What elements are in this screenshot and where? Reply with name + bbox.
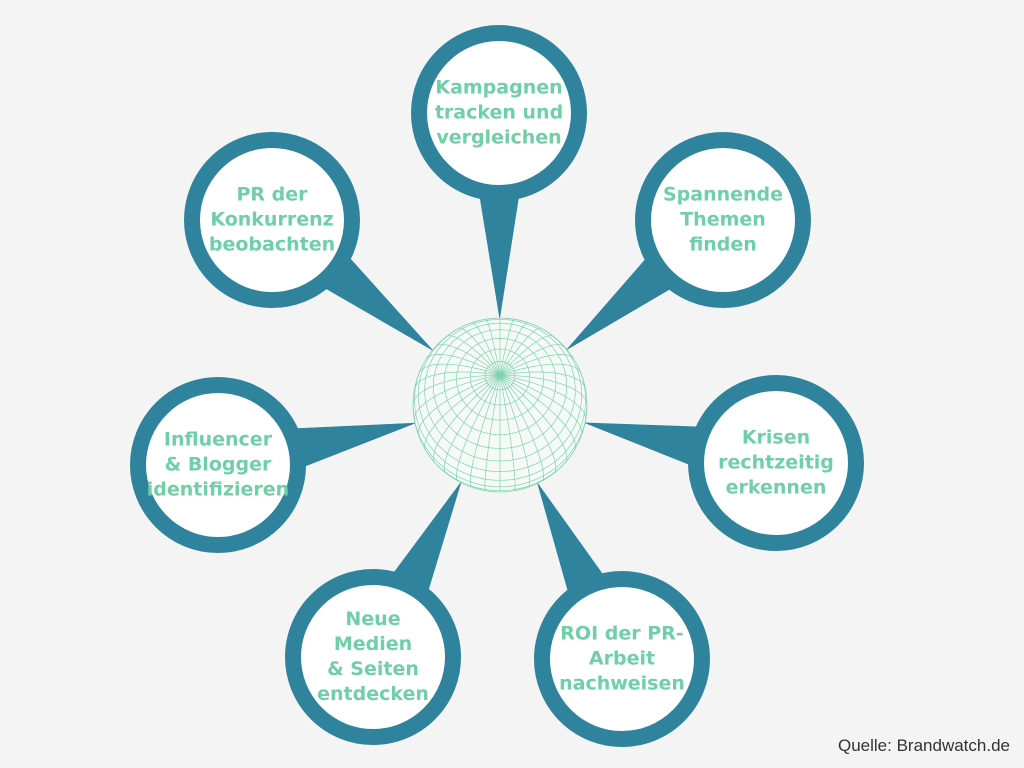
globe-meridian: [458, 327, 501, 376]
globe-icon: [412, 317, 588, 493]
bubble-circles: [130, 25, 864, 747]
bubble-influencer: [130, 377, 306, 553]
bubble-label-roi: ROI der PR- Arbeit nachweisen: [559, 622, 685, 695]
bubble-krisen: [688, 375, 864, 551]
globe-meridian: [499, 335, 554, 376]
globe-meridian: [469, 375, 501, 488]
bubble-label-themen: Spannende Themen finden: [662, 183, 784, 256]
bubble-label-krisen: Krisen rechtzeitig erkennen: [718, 426, 834, 499]
globe-parallel: [414, 364, 586, 481]
globe-meridian: [499, 375, 531, 488]
globe-parallel: [412, 407, 588, 488]
globe-meridian: [485, 318, 501, 376]
bubble-label-influencer: Influencer & Blogger identifizieren: [146, 428, 290, 501]
globe-meridian: [499, 375, 516, 491]
globe-meridian: [412, 374, 501, 404]
bubble-kampagnen: [411, 25, 587, 201]
globe-meridian: [424, 374, 501, 451]
bubble-roi: [534, 571, 710, 747]
globe-meridian: [499, 363, 582, 376]
globe-meridian: [499, 327, 542, 376]
bubble-themen: [635, 132, 811, 308]
tail-kampagnen: [479, 194, 520, 320]
globe-meridian: [484, 375, 501, 491]
globe-meridian: [499, 322, 528, 376]
connector-tails: [294, 194, 700, 594]
tail-krisen: [583, 422, 700, 466]
tail-influencer: [294, 422, 417, 468]
globe-meridian: [499, 374, 557, 474]
globe-meridian: [472, 322, 501, 376]
bubble-medien: [285, 569, 461, 745]
globe-meridian: [499, 375, 544, 482]
bubble-label-kampagnen: Kampagnen tracken und vergleichen: [434, 76, 564, 149]
globe-parallel: [417, 317, 583, 472]
tail-themen: [565, 257, 673, 351]
tail-konkurrenz: [323, 256, 434, 352]
globe-meridian: [499, 374, 588, 406]
globe-meridian: [433, 374, 501, 463]
tail-medien: [392, 480, 462, 593]
globe-meridian: [499, 374, 567, 463]
globe-meridian: [456, 375, 501, 482]
globe-meridian: [417, 374, 501, 436]
tail-roi: [536, 481, 605, 594]
bubble-label-konkurrenz: PR der Konkurrenz beobachten: [208, 183, 336, 256]
globe-meridian: [499, 371, 586, 388]
globe-meridian: [414, 371, 501, 388]
bubble-konkurrenz: [184, 132, 360, 308]
bubble-label-medien: Neue Medien & Seiten entdecken: [317, 608, 429, 705]
globe-meridian: [499, 344, 565, 376]
source-credit: Quelle: Brandwatch.de: [838, 736, 1010, 755]
globe-meridian: [443, 374, 501, 474]
globe-meridian: [418, 363, 501, 376]
globe-meridian: [413, 374, 501, 421]
globe-meridian: [499, 374, 576, 451]
globe-meridian: [446, 335, 501, 376]
globe-meridian: [426, 354, 501, 376]
globe-meridian: [499, 354, 574, 376]
globe-meridian: [499, 318, 515, 376]
globe-meridian: [499, 374, 583, 436]
globe-meridian: [435, 344, 501, 376]
globe-meridian: [499, 374, 587, 421]
